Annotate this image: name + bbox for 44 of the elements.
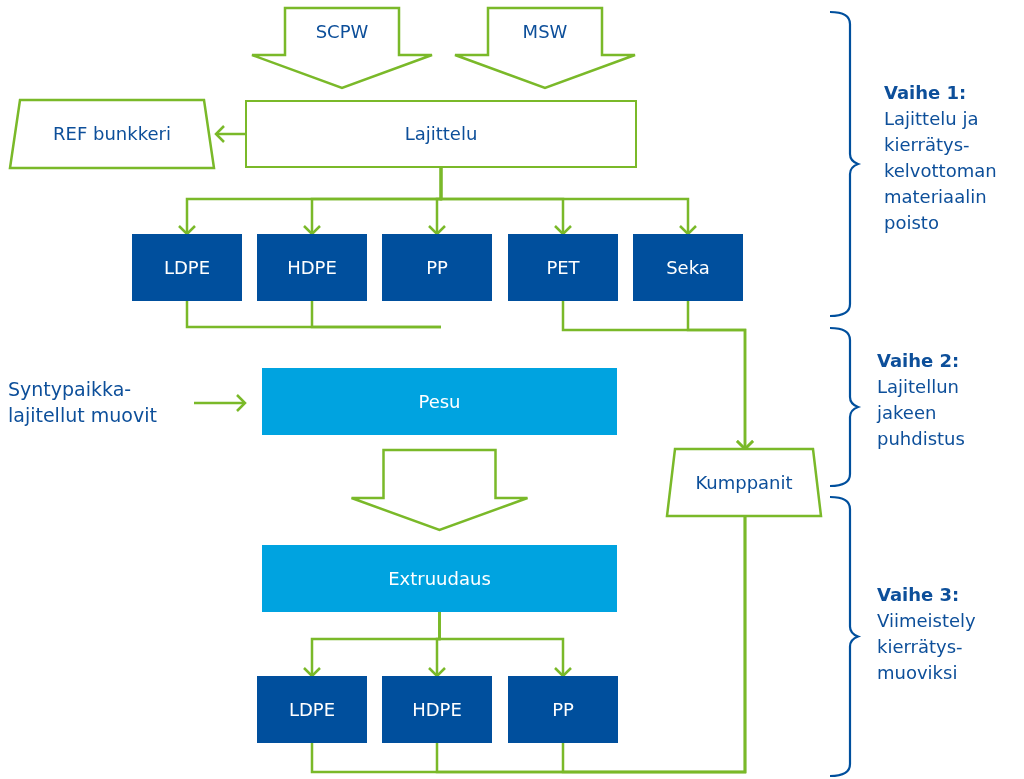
block-arrow (350, 448, 529, 532)
phase-heading: Vaihe 3: (877, 583, 961, 607)
process-box (382, 676, 492, 743)
phase-heading: Vaihe 2: (877, 349, 961, 373)
phase-description: Lajitellun jakeen puhdistus (877, 375, 966, 451)
source-label: Syntypaikka-lajitellut muovit (8, 377, 158, 428)
process-box (633, 234, 743, 301)
process-box (257, 676, 367, 743)
node-label: HDPE (287, 255, 337, 280)
node-label: Seka (666, 255, 710, 280)
node-label: PET (546, 255, 580, 280)
process-box (257, 234, 367, 301)
node-label: Lajittelu (404, 122, 478, 146)
phase-description: Lajittelu ja kierrätys-kelvottoman materiaalin poisto (884, 107, 998, 235)
node-label: Extruudaus (388, 566, 491, 591)
node-label: HDPE (412, 697, 462, 722)
connector (561, 516, 747, 774)
pentagon-box (252, 8, 432, 88)
connector (438, 612, 573, 678)
connector (310, 301, 441, 329)
process-box (508, 234, 618, 301)
process-box (132, 234, 242, 301)
process-box (508, 676, 618, 743)
trapezoid-box (10, 100, 214, 168)
pentagon-box (455, 8, 635, 88)
node-label: LDPE (163, 255, 211, 280)
node-label: PP (552, 697, 574, 722)
node-label: PP (426, 255, 448, 280)
node-label: LDPE (288, 697, 336, 722)
node-label: REF bunkkeri (53, 122, 171, 146)
connector (214, 124, 245, 144)
process-box (245, 100, 637, 168)
phase-description: Viimeistely kierrätys-muoviksi (877, 609, 977, 685)
node-label: Kumppanit (695, 470, 793, 495)
process-box (262, 368, 617, 435)
node-label: Pesu (418, 389, 461, 414)
process-box (382, 234, 492, 301)
connector (194, 393, 247, 413)
connector (439, 168, 698, 236)
node-label: MSW (522, 20, 568, 44)
node-label: SCPW (315, 20, 369, 44)
trapezoid-box (667, 449, 821, 516)
phase-heading: Vaihe 1: (884, 81, 968, 105)
process-box (262, 545, 617, 612)
